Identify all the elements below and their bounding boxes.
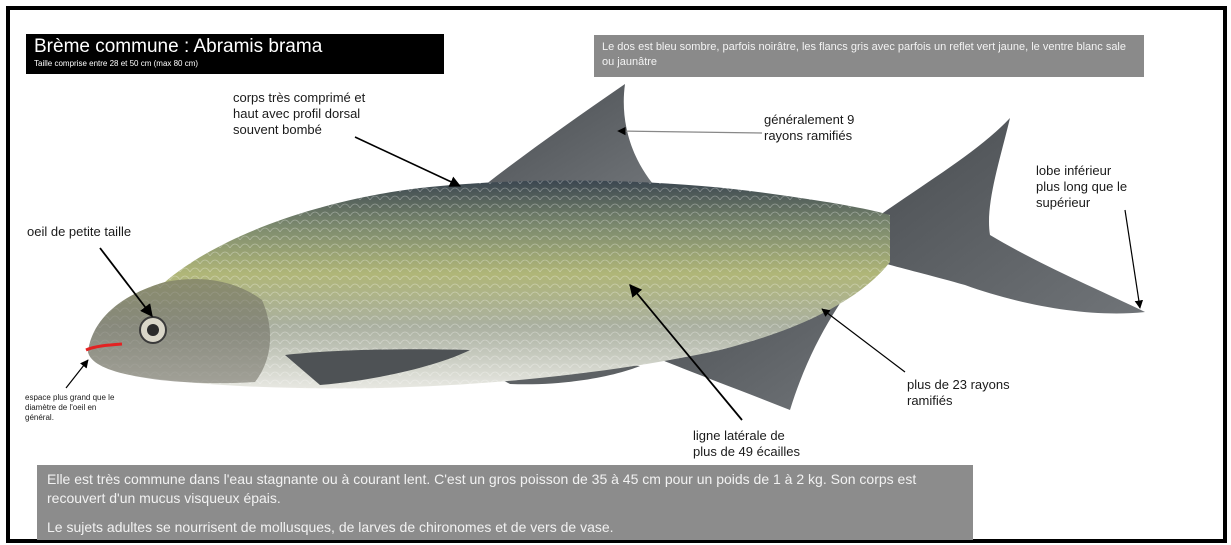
tail-lobe-label: lobe inférieur plus long que le supérieu… [1036,163,1127,211]
body-pointer-line [355,137,460,186]
mouth-space-label-line: espace plus grand que le [25,393,114,403]
fish-head [88,279,270,383]
lateral-line-label: ligne latérale de plus de 49 écailles [693,428,800,460]
body-shape-label-line: haut avec profil dorsal [233,106,365,122]
tail-lobe-label-line: lobe inférieur [1036,163,1127,179]
page-title: Brème commune : Abramis brama [34,36,322,58]
body-shape-label: corps très comprimé et haut avec profil … [233,90,365,138]
dorsal-fin-label-line: rayons ramifiés [764,128,854,144]
anal-fin-label: plus de 23 rayons ramifiés [907,377,1010,409]
mouth-space-label: espace plus grand que le diamètre de l'o… [25,393,114,423]
mouth-pointer-line [66,360,88,388]
description-box: Elle est très commune dans l'eau stagnan… [37,465,973,540]
lateral-line-label-line: ligne latérale de [693,428,800,444]
body-shape-label-line: souvent bombé [233,122,365,138]
anal-pointer-line [822,309,905,372]
dorsal-pointer-line [618,131,762,133]
dorsal-fin [485,84,660,192]
eye-size-label: oeil de petite taille [27,224,131,240]
description-paragraph: Le sujets adultes se nourrisent de mollu… [47,518,963,537]
anal-fin-label-line: ramifiés [907,393,1010,409]
color-note-box: Le dos est bleu sombre, parfois noirâtre… [594,35,1144,77]
dorsal-fin-label: généralement 9 rayons ramifiés [764,112,854,144]
anal-fin-label-line: plus de 23 rayons [907,377,1010,393]
tail-lobe-label-line: plus long que le [1036,179,1127,195]
description-paragraph: Elle est très commune dans l'eau stagnan… [47,470,963,508]
title-box: Brème commune : Abramis brama Taille com… [26,34,444,74]
dorsal-fin-label-line: généralement 9 [764,112,854,128]
body-shape-label-line: corps très comprimé et [233,90,365,106]
tail-pointer-line [1125,210,1140,308]
lateral-line-label-line: plus de 49 écailles [693,444,800,460]
tail-lobe-label-line: supérieur [1036,195,1127,211]
mouth-space-label-line: général. [25,413,114,423]
page-subtitle: Taille comprise entre 28 et 50 cm (max 8… [34,59,198,68]
caudal-fin [880,118,1145,313]
mouth-space-label-line: diamètre de l'oeil en [25,403,114,413]
